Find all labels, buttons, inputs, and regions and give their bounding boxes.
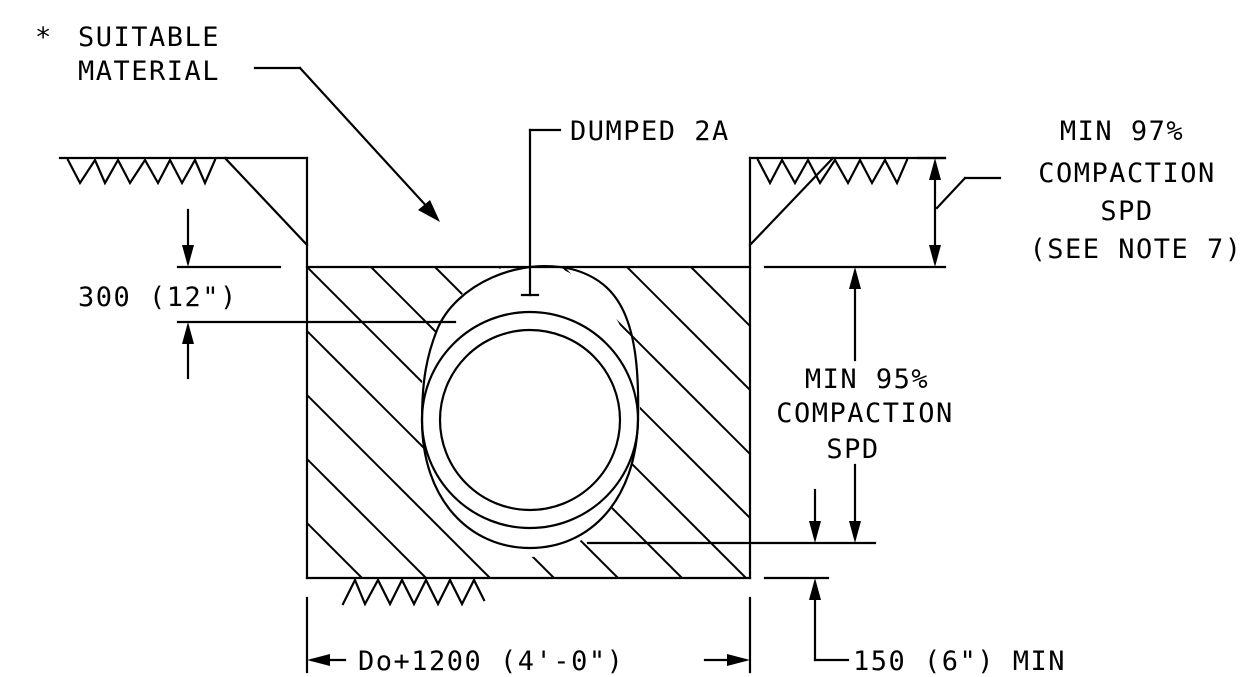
label-suitable-line1: SUITABLE <box>78 22 220 53</box>
hatch-line <box>307 521 363 578</box>
leader-dumped-2a <box>520 128 562 297</box>
dim-min95 <box>849 267 861 543</box>
asterisk-mark: * <box>35 22 53 53</box>
earth-symbol-bottom <box>341 577 486 607</box>
dim-cover-300 <box>176 208 457 380</box>
label-min97-line3: SPD <box>1100 196 1153 227</box>
label-suitable-line2: MATERIAL <box>78 56 220 87</box>
ground-surface <box>58 156 947 247</box>
pipe <box>420 265 640 550</box>
label-bedding-dim: 150 (6") MIN <box>853 646 1066 677</box>
label-dumped-2a: DUMPED 2A <box>570 116 730 147</box>
dim-min97 <box>763 156 947 269</box>
pipe-inner-wall <box>438 328 622 512</box>
label-min97-line1: MIN 97% <box>1060 116 1184 147</box>
pipe-outer-wall <box>420 310 640 530</box>
label-min97-line2: COMPACTION <box>1038 158 1216 189</box>
dim-trench-width <box>305 596 752 674</box>
label-min97-line4: (SEE NOTE 7) <box>1029 234 1242 265</box>
bedding-hatch <box>0 267 750 578</box>
earth-symbol-left <box>66 157 217 186</box>
hatch-line <box>690 267 750 328</box>
hatch-line <box>0 267 298 578</box>
label-min95-line3: SPD <box>826 434 879 465</box>
earth-symbol-right <box>756 157 909 186</box>
dim-bedding-150 <box>586 488 877 662</box>
hatch-line <box>307 393 491 578</box>
label-cover-dim: 300 (12") <box>78 282 238 313</box>
leader-min97 <box>935 176 1002 210</box>
leader-suitable-material <box>253 66 440 222</box>
label-trench-width: Do+1200 (4'-0") <box>358 646 624 677</box>
label-min95-line2: COMPACTION <box>776 398 954 429</box>
hatch-line <box>307 457 427 578</box>
label-min95-line1: MIN 95% <box>805 364 929 395</box>
hatch-line <box>626 267 750 392</box>
